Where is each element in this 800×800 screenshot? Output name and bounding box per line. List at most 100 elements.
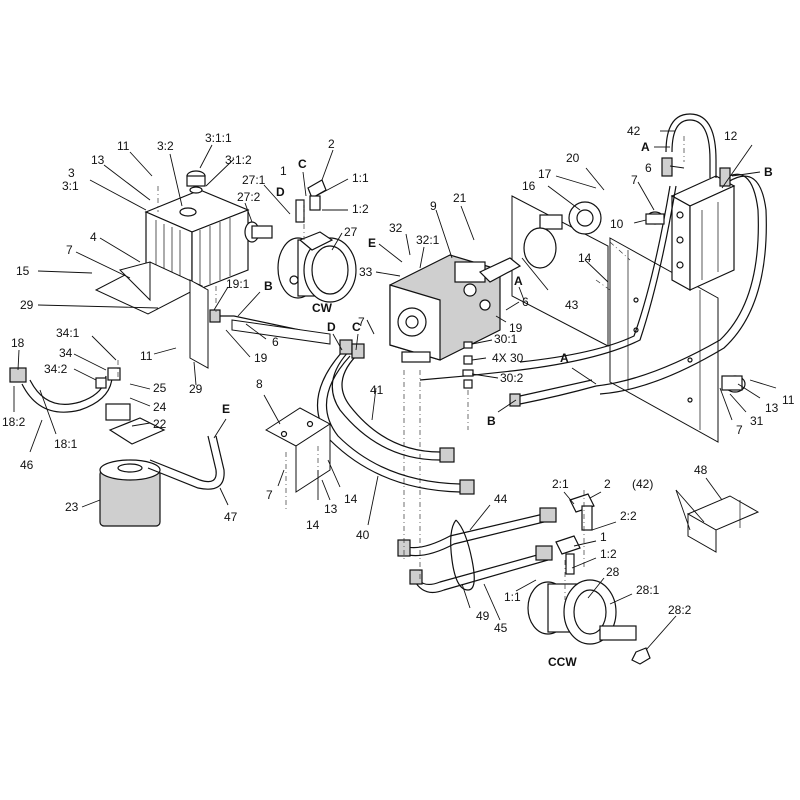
clamp-31 [721,375,746,393]
label-1-1-bottom: 1:1 [504,590,521,604]
label-7-left: 7 [66,243,73,257]
label-32: 32 [389,221,403,235]
wheel-motor-ccw-28 [527,579,637,645]
label-47: 47 [224,510,238,524]
label-49: 49 [476,609,490,623]
label-17: 17 [538,167,552,181]
label-14-bottom-2: 14 [306,518,320,532]
label-44: 44 [494,492,508,506]
label-29-left: 29 [20,298,34,312]
label-1-top: 1 [280,164,287,178]
label-11-top-left: 11 [117,139,130,153]
label-D-top: D [276,185,285,199]
label-20: 20 [566,151,580,165]
label-2-1: 2:1 [552,477,569,491]
fitting-34 [95,367,121,389]
label-12: 12 [724,129,738,143]
label-21: 21 [453,191,467,205]
label-13-top-left: 13 [91,153,105,167]
hydraulic-pump-9 [389,254,522,363]
label-14-bottom: 14 [344,492,358,506]
label-CW: CW [312,301,333,315]
label-4: 4 [90,230,97,244]
label-28-2: 28:2 [668,603,692,617]
hose-47 [147,435,225,490]
label-1-2-bottom: 1:2 [600,547,617,561]
assembly-lines [117,136,685,600]
callout-labels: 42 A 12 6 B 7 10 20 17 16 21 9 14 43 32 … [2,124,795,669]
label-1-1-top: 1:1 [352,171,369,185]
label-8: 8 [256,377,263,391]
label-A-top: A [641,140,650,154]
label-3: 3 [68,166,75,180]
label-E-bottom: E [222,402,230,416]
label-B-low: B [487,414,496,428]
label-11-mid: 11 [140,349,153,363]
label-1-bottom: 1 [600,530,607,544]
label-2-2: 2:2 [620,509,637,523]
label-48: 48 [694,463,708,477]
reservoir-cap-3-1-1 [186,170,206,194]
label-31: 31 [750,414,764,428]
label-D-mid: D [327,320,336,334]
label-A-low: A [560,351,569,365]
label-18-2: 18:2 [2,415,26,429]
label-33: 33 [359,265,373,279]
label-19-left: 19 [254,351,268,365]
label-CCW: CCW [548,655,577,669]
label-11-right: 11 [782,393,795,407]
label-6-top: 6 [645,161,652,175]
label-6-mid: 6 [522,295,529,309]
label-19-1: 19:1 [226,277,250,291]
label-C-top: C [298,157,307,171]
label-27-1: 27:1 [242,173,266,187]
oil-reservoir-3 [144,189,250,293]
hoses-40-41 [317,339,475,495]
leader-lines [13,130,777,651]
label-2-bottom: 2 [604,477,611,491]
label-16: 16 [522,179,536,193]
label-14-mid: 14 [578,251,592,265]
clamp-10 [645,211,665,225]
label-24: 24 [153,400,167,414]
label-45: 45 [494,621,508,635]
label-7-right: 7 [631,173,638,187]
return-line-19 [209,309,331,345]
hub-27-2 [244,221,273,243]
label-9: 9 [430,199,437,213]
label-40: 40 [356,528,370,542]
label-29-bottom: 29 [189,382,203,396]
label-13-right: 13 [765,401,779,415]
valve-block-12 [670,175,736,292]
label-30-1: 30:1 [494,332,518,346]
label-1-2-top: 1:2 [352,202,369,216]
label-25: 25 [153,381,167,395]
wheel-motor-cw-27 [277,231,357,303]
label-A-mid: A [514,274,523,288]
label-2-top: 2 [328,137,335,151]
label-3-1-1: 3:1:1 [205,131,232,145]
label-30-2: 30:2 [500,371,524,385]
label-32-1: 32:1 [416,233,440,247]
label-7-mid: 7 [358,315,365,329]
label-34-1: 34:1 [56,326,80,340]
label-18-1: 18:1 [54,437,78,451]
clamp-49 [450,519,475,591]
label-28-1: 28:1 [636,583,660,597]
label-41: 41 [370,383,384,397]
label-42-paren: (42) [632,477,653,491]
label-28: 28 [606,565,620,579]
label-27-2: 27:2 [237,190,261,204]
elbow-fittings-1-2 [295,179,327,223]
label-22: 22 [153,417,167,431]
pump-mount-plate [511,195,609,347]
label-6-left: 6 [272,335,279,349]
label-13-bottom: 13 [324,502,338,516]
label-B-right: B [764,165,773,179]
label-10: 10 [610,217,624,231]
label-43: 43 [565,298,579,312]
label-18: 18 [11,336,25,350]
bracket-8 [265,407,331,493]
label-B-left: B [264,279,273,293]
